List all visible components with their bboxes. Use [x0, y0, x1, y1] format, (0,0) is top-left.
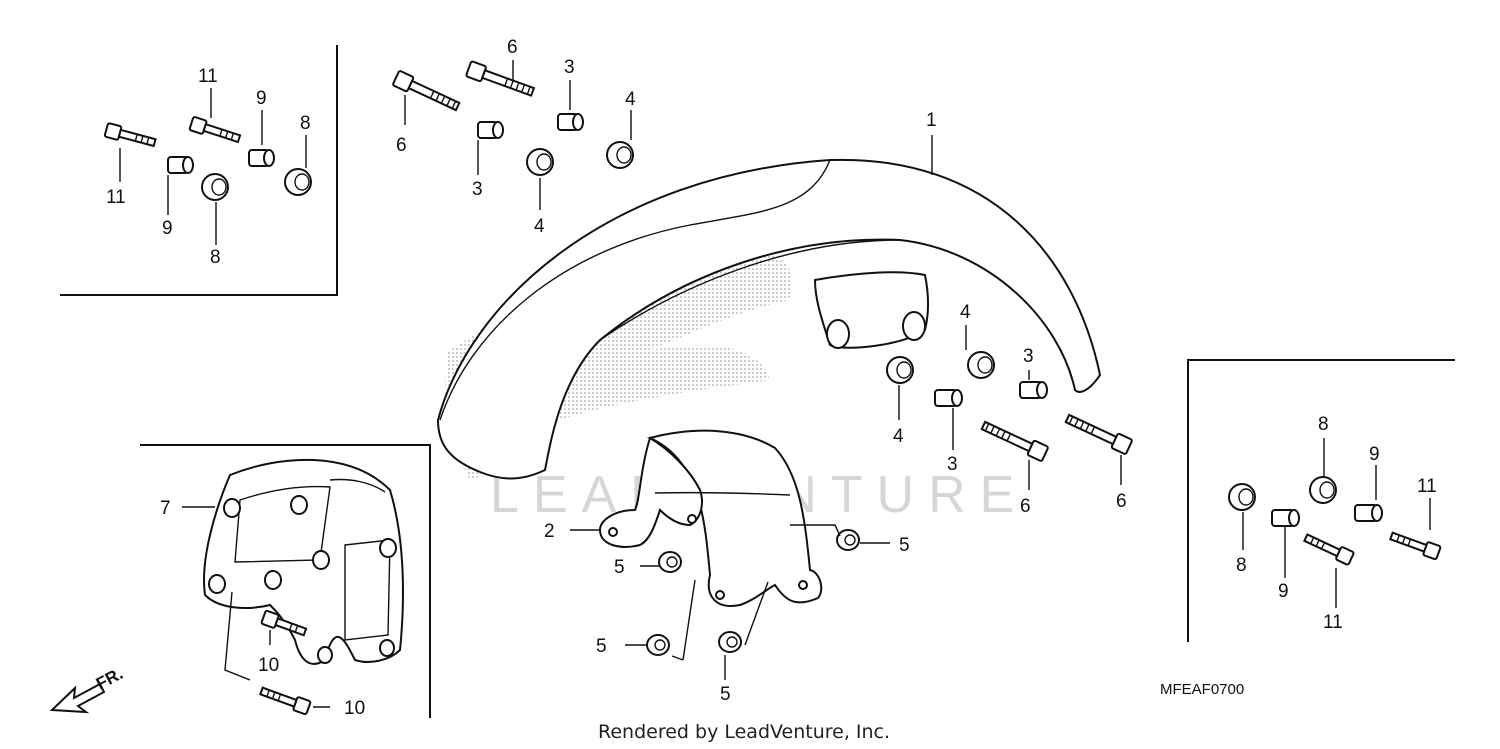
catalog-code: MFEAF0700	[1160, 681, 1244, 698]
grommet-4-upper-b[interactable]	[606, 141, 634, 169]
callout-4: 4	[534, 216, 545, 237]
collar-9-right-b[interactable]	[1354, 504, 1383, 522]
bolt-11-right-b[interactable]	[1388, 529, 1442, 561]
nut-5-a[interactable]	[658, 551, 682, 573]
front-fender[interactable]	[436, 158, 1102, 480]
lower-left-frame	[140, 444, 431, 718]
front-arrow: FR.	[49, 664, 126, 714]
grommet-8-upper-b[interactable]	[284, 168, 312, 196]
callout-9: 9	[1369, 444, 1380, 465]
callout-11: 11	[1323, 612, 1343, 633]
callout-8: 8	[300, 113, 311, 134]
callout-3: 3	[1023, 346, 1034, 367]
bolt-6-right-a[interactable]	[980, 418, 1049, 462]
callout-10: 10	[258, 655, 279, 676]
collar-3-right-a[interactable]	[934, 389, 963, 407]
callout-5: 5	[596, 636, 607, 657]
callout-2: 2	[544, 521, 555, 542]
callout-3: 3	[472, 179, 483, 200]
bolt-11-upper-left-b[interactable]	[188, 116, 242, 146]
callout-1: 1	[926, 110, 937, 131]
bolt-10-b[interactable]	[258, 684, 312, 716]
bolt-6-upper-mid[interactable]	[465, 60, 536, 99]
bolt-10-a[interactable]	[260, 609, 308, 638]
callout-8: 8	[210, 247, 221, 268]
nut-5-c[interactable]	[646, 634, 670, 656]
callout-11: 11	[106, 187, 126, 208]
callout-6: 6	[1020, 496, 1031, 517]
callout-11: 11	[1417, 476, 1437, 497]
grommet-4-right-a[interactable]	[886, 356, 914, 384]
credit-line: Rendered by LeadVenture, Inc.	[598, 721, 890, 743]
callout-8: 8	[1236, 555, 1247, 576]
fender-stay[interactable]	[598, 429, 823, 607]
callout-6: 6	[396, 135, 407, 156]
callout-5: 5	[720, 684, 731, 705]
collar-3-right-b[interactable]	[1019, 381, 1048, 399]
callout-11: 11	[198, 66, 218, 87]
grommet-8-right-a[interactable]	[1228, 483, 1256, 511]
callout-3: 3	[564, 57, 575, 78]
callouts: 1 2 3 3 3 3 4 4 4 4 5 5 5 5 6 6 6 6 7 8 …	[106, 37, 1437, 719]
callout-3: 3	[947, 454, 958, 475]
nut-5-d[interactable]	[718, 631, 742, 653]
bolt-11-right-a[interactable]	[1303, 531, 1355, 566]
collar-9-upper-b[interactable]	[248, 149, 275, 167]
callout-10: 10	[344, 698, 365, 719]
nut-5-b[interactable]	[836, 529, 860, 551]
collar-3-upper-b[interactable]	[557, 113, 584, 131]
callout-5: 5	[899, 535, 910, 556]
callout-9: 9	[162, 218, 173, 239]
right-frame	[1187, 359, 1455, 642]
callout-4: 4	[625, 89, 636, 110]
grommet-8-upper-a[interactable]	[201, 173, 229, 201]
callout-4: 4	[960, 302, 971, 323]
collar-9-upper-a[interactable]	[167, 156, 194, 174]
callout-4: 4	[893, 426, 904, 447]
callout-6: 6	[1116, 491, 1127, 512]
fender-reinforcement[interactable]	[203, 458, 404, 665]
upper-left-frame	[60, 45, 338, 296]
callout-8: 8	[1318, 414, 1329, 435]
bolt-6-right-b[interactable]	[1064, 411, 1133, 455]
leader-lines	[119, 60, 1431, 708]
bolt-6-upper-left[interactable]	[392, 70, 461, 114]
callout-7: 7	[160, 498, 171, 519]
grommet-4-right-b[interactable]	[967, 351, 995, 379]
grommet-4-upper-a[interactable]	[526, 148, 554, 176]
callout-9: 9	[256, 88, 267, 109]
callout-9: 9	[1278, 581, 1289, 602]
collar-9-right-a[interactable]	[1271, 509, 1300, 527]
grommet-8-right-b[interactable]	[1309, 476, 1337, 504]
callout-5: 5	[614, 557, 625, 578]
collar-3-upper-a[interactable]	[477, 121, 504, 139]
callout-6: 6	[507, 37, 518, 58]
bolt-11-upper-left-a[interactable]	[103, 122, 157, 149]
